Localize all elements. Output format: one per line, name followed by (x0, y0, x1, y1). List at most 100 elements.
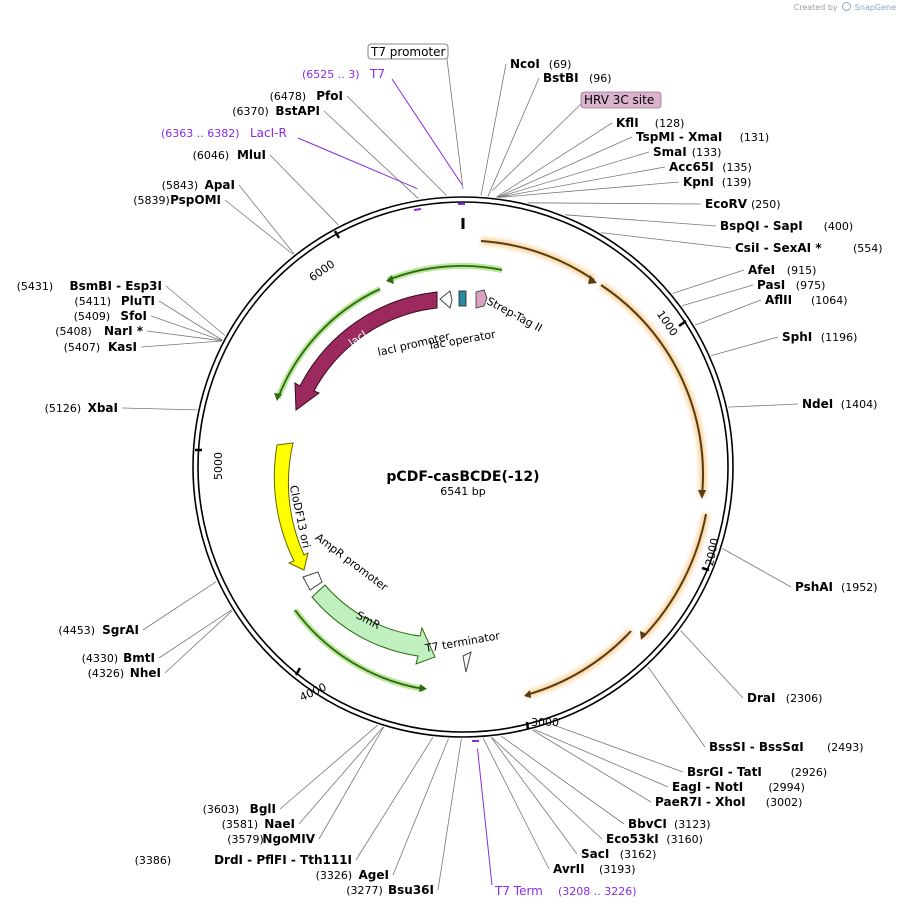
leader-line (501, 735, 625, 825)
orf-arc-4-arrowhead (524, 690, 531, 698)
site-name-16: DraI (747, 691, 775, 705)
restriction-sites-right: NcoI(69)BstBI(96)KflI(128)TspMI - XmaI(1… (510, 57, 883, 876)
site-pos-left-3: (5843) (162, 179, 199, 192)
primer-leader-line (391, 78, 463, 186)
site-pos-left-14: (3603) (203, 803, 240, 816)
green-arc-left (277, 288, 381, 399)
leader-line (482, 738, 550, 870)
leader-line (158, 609, 232, 659)
leader-lines (121, 58, 799, 891)
plasmid-name: pCDF-casBCDE(-12) (386, 469, 539, 485)
site-name-left-5: BsmBI - Esp3I (70, 279, 162, 293)
plasmid-length: 6541 bp (440, 485, 485, 498)
site-pos-left-4: (5839) (133, 194, 170, 207)
primer-leader-line (477, 748, 493, 886)
site-pos-left-15: (3581) (222, 818, 259, 831)
site-name-left-18: AgeI (359, 868, 389, 882)
t7-term-primer-name: T7 Term (494, 884, 543, 898)
leader-line (355, 737, 434, 861)
site-pos-left-12: (4330) (82, 652, 119, 665)
site-pos-12: (1064) (811, 294, 848, 307)
site-name-23: SacI (581, 847, 609, 861)
site-pos-20: (3002) (766, 796, 803, 809)
site-name-left-15: NaeI (264, 817, 295, 831)
site-name-8: BspQI - SapI (720, 219, 803, 233)
leader-line (165, 285, 226, 336)
laci-feature (294, 291, 438, 411)
leader-line (140, 340, 222, 348)
site-name-5: Acc65I (669, 160, 714, 174)
site-name-15: PshAI (795, 580, 833, 594)
site-pos-13: (1196) (821, 331, 858, 344)
leader-line (680, 630, 744, 699)
ampr-promoter-label: AmpR promoter (313, 531, 391, 594)
site-name-1: BstBI (543, 71, 579, 85)
orf-arc-1-glow (480, 237, 596, 283)
leader-line (710, 336, 779, 356)
laci-r-primer-range: (6363 .. 6382) (161, 127, 240, 140)
tick-label-2000: 2000 (703, 537, 722, 567)
leader-line (551, 723, 684, 773)
lac-operator-box (458, 290, 467, 307)
leader-line (681, 284, 754, 307)
site-pos-left-13: (4326) (88, 667, 125, 680)
green-arc-bottom-arrowhead (419, 684, 427, 692)
leader-line (150, 315, 223, 341)
leader-line (728, 403, 799, 408)
green-arc-top-arrowhead (386, 275, 394, 284)
t7-terminator-label: T7 terminator (423, 629, 501, 655)
site-pos-6: (139) (722, 176, 752, 189)
site-name-4: SmaI (653, 145, 687, 159)
t7-terminator-arrow (462, 651, 472, 673)
laci-promoter-arrow (439, 290, 453, 309)
leader-line (497, 151, 650, 198)
tick-2000 (701, 566, 710, 572)
tick-6000 (333, 230, 341, 239)
leader-line (238, 184, 295, 255)
tick-label-3000: 3000 (531, 716, 559, 729)
site-pos-10: (915) (787, 264, 817, 277)
site-name-left-3: ApaI (205, 178, 235, 192)
leader-line (323, 110, 419, 199)
site-name-left-1: BstAPI (275, 104, 320, 118)
site-pos-17: (2493) (827, 741, 864, 754)
site-pos-left-16: (3579) (227, 833, 264, 846)
site-pos-left-8: (5408) (55, 325, 92, 338)
site-pos-24: (3193) (599, 863, 636, 876)
t7-promoter-box (367, 43, 449, 60)
leader-line (480, 63, 507, 196)
leader-line (437, 738, 462, 891)
site-pos-18: (2926) (791, 766, 828, 779)
leader-line (158, 300, 223, 341)
ampr-promoter-arrow (302, 571, 323, 591)
orf-arc-3 (642, 513, 707, 638)
green-arcs (274, 262, 503, 692)
site-name-13: SphI (782, 330, 812, 344)
hrv-3c-site-label: HRV 3C site (584, 93, 654, 107)
site-name-24: AvrII (553, 862, 585, 876)
leader-line (527, 202, 702, 205)
site-pos-left-2: (6046) (193, 149, 230, 162)
leader-line (392, 738, 449, 876)
leader-line (532, 729, 652, 803)
leader-line (121, 407, 198, 411)
site-name-left-8: NarI * (104, 324, 144, 338)
t7-primer-name: T7 (369, 67, 385, 81)
leader-line (298, 726, 384, 825)
site-name-14: NdeI (802, 397, 833, 411)
leader-line (279, 724, 378, 810)
site-name-19: EagI - NotI (672, 780, 743, 794)
leader-line (672, 269, 745, 294)
site-pos-left-1: (6370) (232, 105, 269, 118)
orf-arc-2 (600, 284, 705, 497)
t7-primer-range: (6525 .. 3) (302, 68, 360, 81)
tick-4000 (294, 667, 302, 676)
leader-line (346, 95, 447, 196)
site-name-6: KpnI (683, 175, 714, 189)
site-pos-left-6: (5411) (74, 295, 111, 308)
site-name-3: TspMI - XmaI (636, 130, 722, 144)
leader-line (694, 299, 762, 326)
orf-arc-3-glow (640, 513, 710, 640)
leader-line (647, 666, 706, 748)
